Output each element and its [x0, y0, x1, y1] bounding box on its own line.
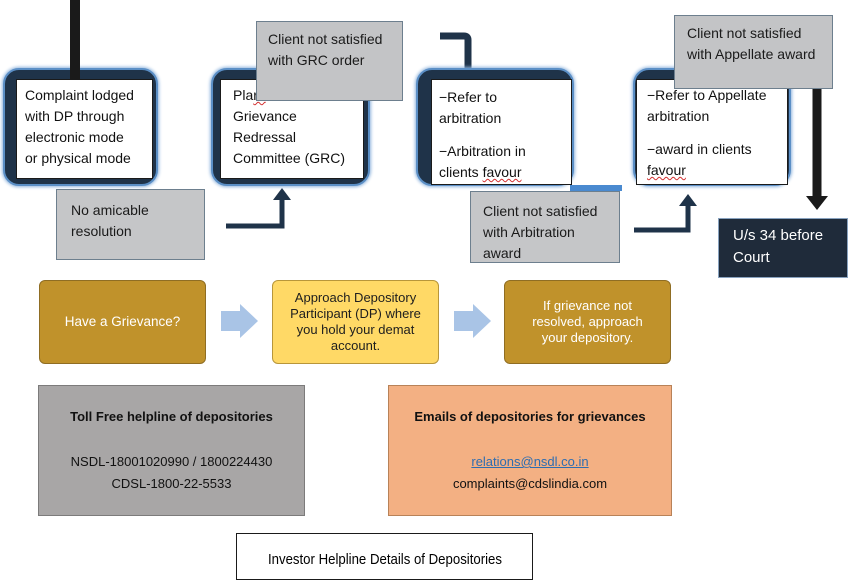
arb-refer-line-2: arbitration: [439, 110, 502, 126]
flow-step-have-grievance: Have a Grievance?: [39, 280, 206, 364]
emails-title: Emails of depositories for grievances: [414, 409, 646, 424]
caption-text: Investor Helpline Details of Depositorie…: [267, 551, 502, 568]
flow-arrow-2: [454, 311, 474, 331]
arb-refer-line-1: −Refer to: [439, 89, 497, 105]
caption-box: Investor Helpline Details of Depositorie…: [236, 533, 533, 580]
grc-line-3: Redressal: [233, 129, 297, 145]
helpline-panel: Toll Free helpline of depositories NSDL-…: [38, 385, 305, 516]
arb-award-line-1: −Arbitration in: [439, 143, 526, 159]
elbow-arrow-to-grc: [226, 198, 285, 229]
grc-line-4: Committee (GRC): [233, 150, 346, 166]
helpline-title: Toll Free helpline of depositories: [70, 409, 273, 424]
down-arrow-to-court-head: [806, 196, 828, 210]
arb-award-line-2: clients favour: [439, 164, 522, 180]
email-nsdl-link[interactable]: relations@nsdl.co.in: [471, 454, 589, 469]
arbitration-unsatisfied-box: Client not satisfied with Arbitration aw…: [470, 191, 620, 263]
no-amicable-resolution-box: No amicable resolution: [56, 189, 205, 260]
dp-line-2: with DP through: [25, 108, 125, 124]
appellate-unsatisfied-box: Client not satisfied with Appellate awar…: [674, 15, 833, 89]
app-award-line-1: −award in clients: [647, 141, 752, 157]
flow-step-approach-dp: Approach Depository Participant (DP) whe…: [272, 280, 439, 364]
grc-unsatisfied-box: Client not satisfied with GRC order: [256, 21, 403, 101]
hook-arrow-to-arbitration: [440, 32, 472, 82]
app-award-line-2: favour: [647, 162, 686, 178]
helpline-cdsl: CDSL-1800-22-5533: [111, 476, 232, 491]
emails-panel: Emails of depositories for grievances re…: [388, 385, 672, 516]
dp-line-1: Complaint lodged: [25, 87, 134, 103]
dp-line-4: or physical mode: [25, 150, 131, 166]
elbow-arrow-to-appellate-head: [679, 194, 697, 206]
app-refer-line-1: −Refer to Appellate: [647, 87, 767, 103]
email-cdsl: complaints@cdslindia.com: [452, 476, 608, 491]
flow-arrow-1: [221, 311, 241, 331]
arbitration-blue-strip: [570, 185, 622, 191]
top-arrow-shaft: [70, 0, 80, 82]
flow-arrow-2-head: [473, 304, 491, 338]
elbow-arrow-to-grc-head: [273, 188, 291, 200]
arbitration-box: −Refer to arbitration −Arbitration in cl…: [431, 79, 572, 185]
court-box: U/s 34 before Court: [718, 218, 848, 278]
flow-step-approach-depository: If grievance not resolved, approach your…: [504, 280, 671, 364]
helpline-nsdl: NSDL-18001020990 / 1800224430: [70, 454, 273, 469]
dp-complaint-box: Complaint lodged with DP through electro…: [16, 79, 153, 179]
appellate-box: −Refer to Appellate arbitration −award i…: [636, 79, 788, 185]
flow-arrow-1-head: [240, 304, 258, 338]
elbow-arrow-to-appellate: [634, 204, 691, 233]
grc-line-2: Grievance: [233, 108, 297, 124]
dp-line-3: electronic mode: [25, 129, 124, 145]
app-refer-line-2: arbitration: [647, 108, 710, 124]
